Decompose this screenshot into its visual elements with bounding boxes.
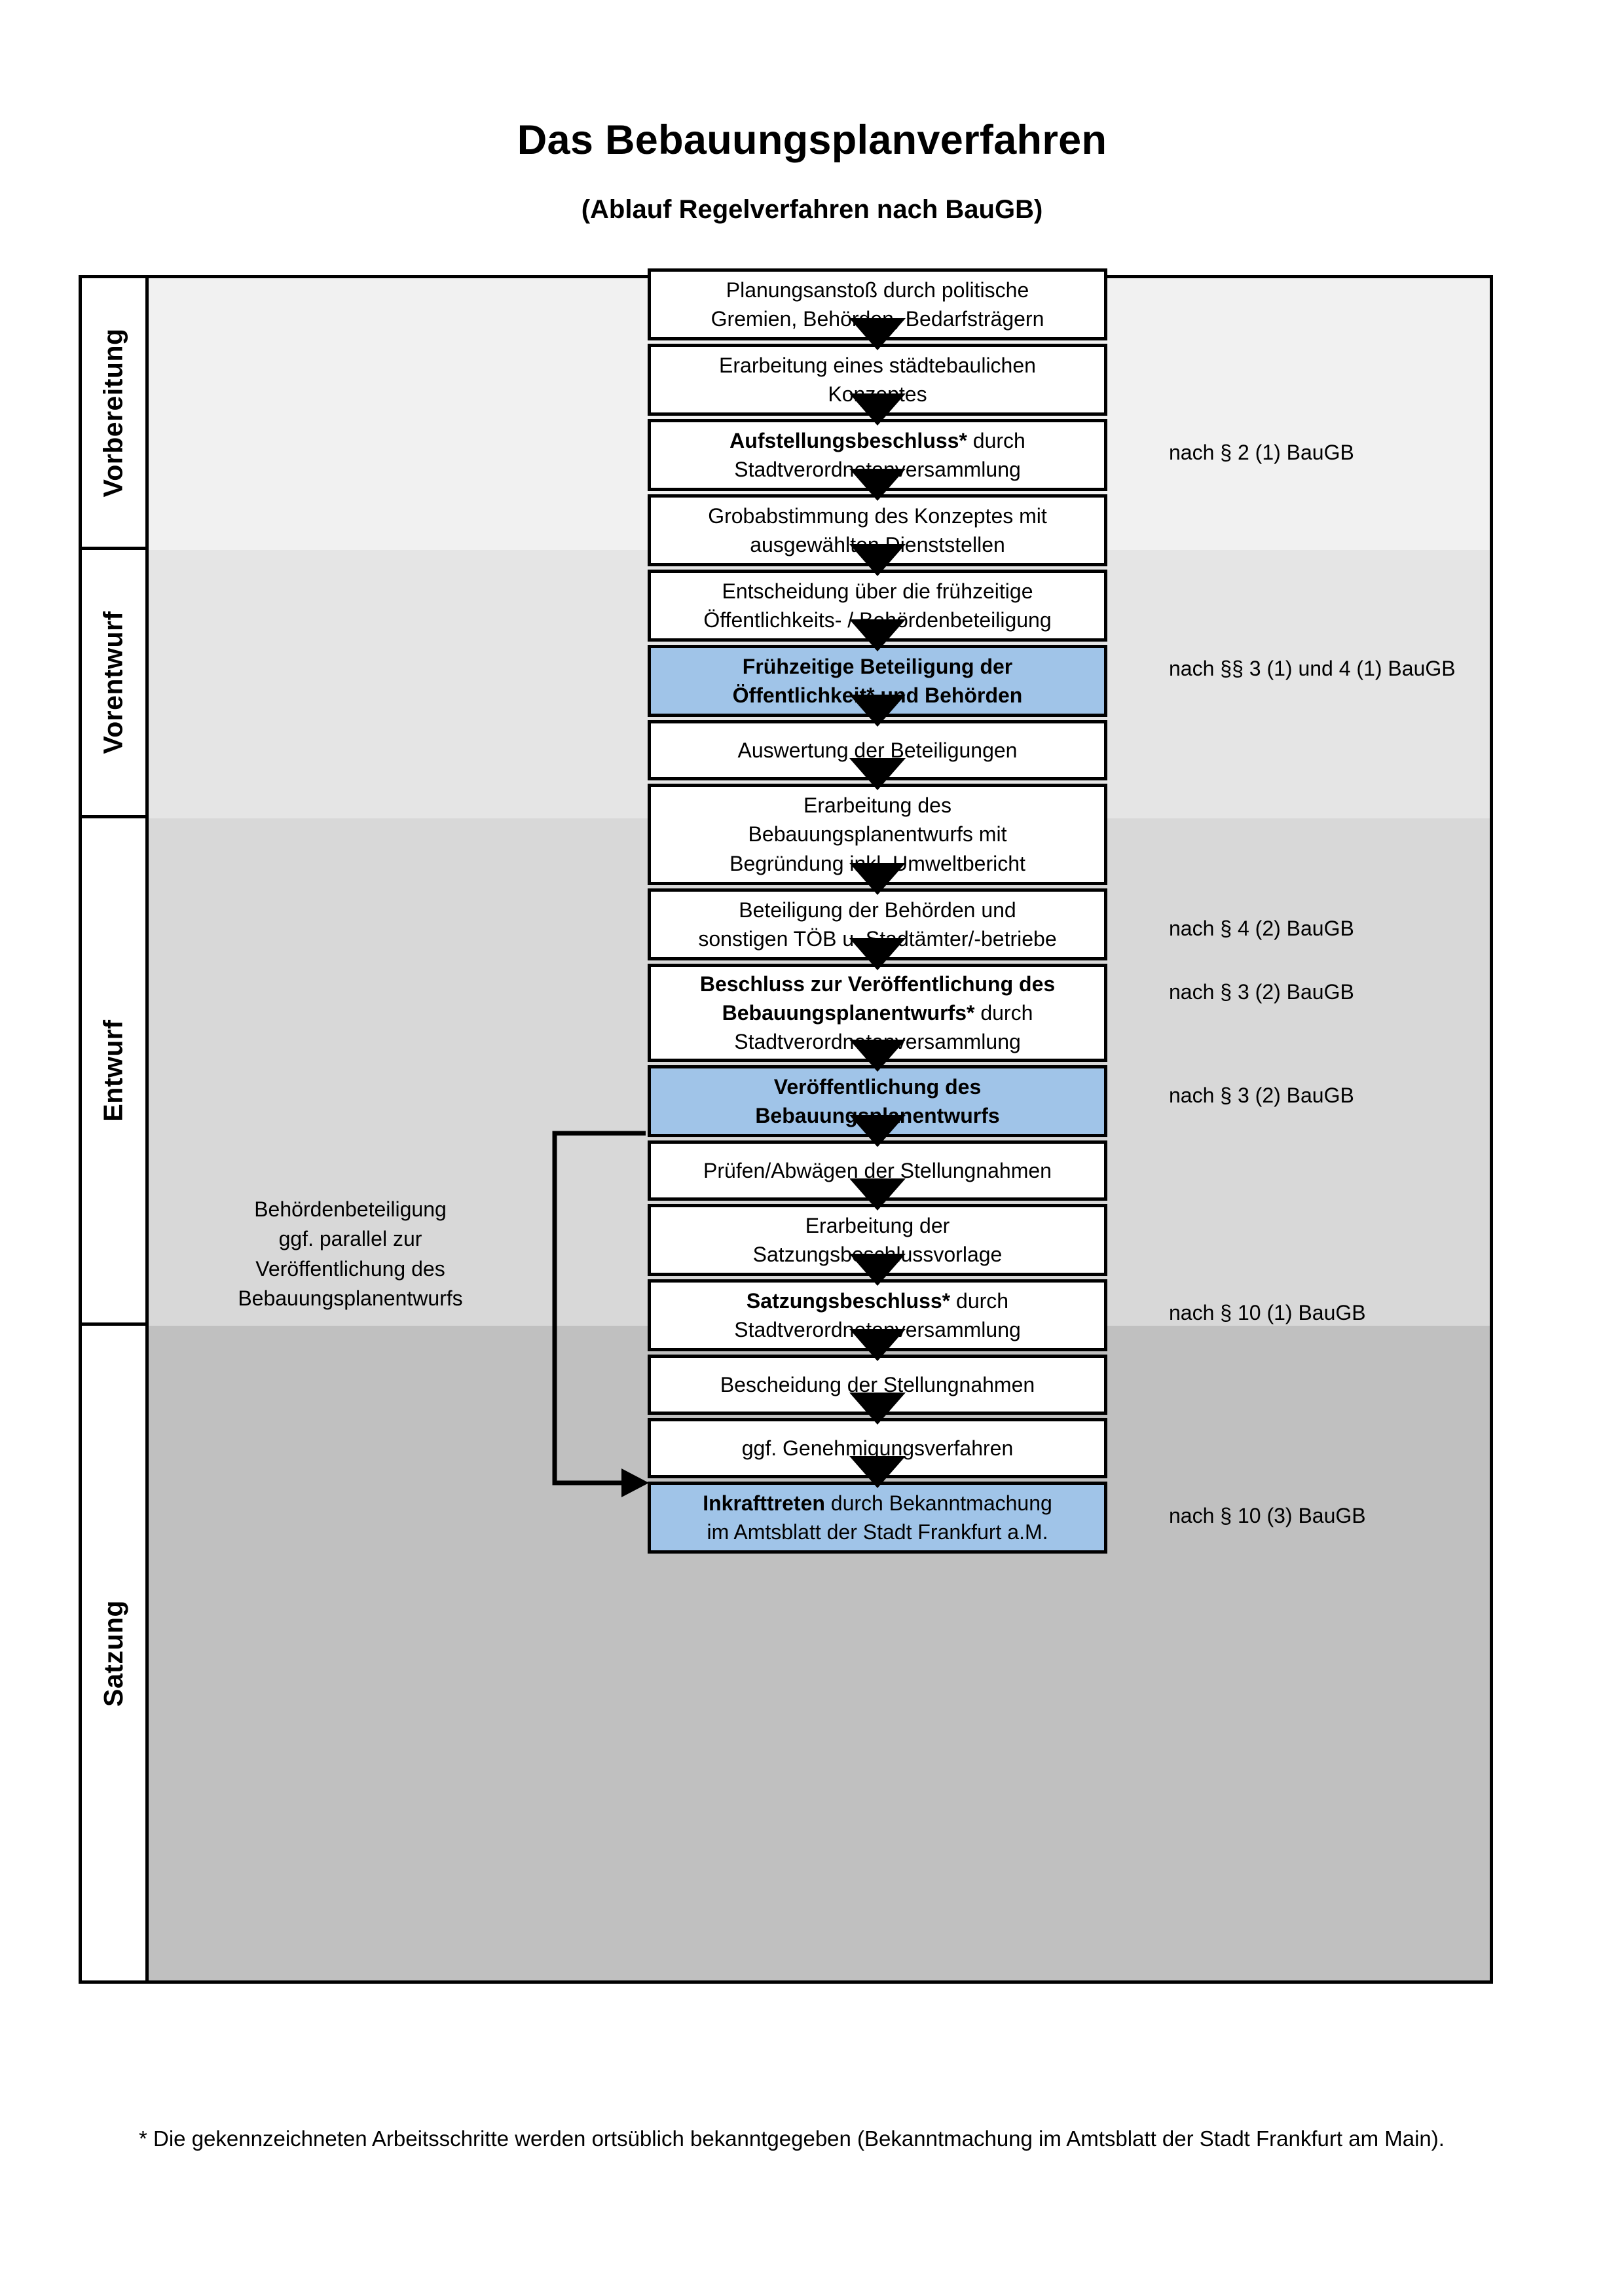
node-text-line: Prüfen/Abwägen der Stellungnahmen — [703, 1158, 1052, 1182]
node-text-line: Erarbeitung der — [805, 1213, 950, 1237]
side-note-line: Veröffentlichung des — [255, 1256, 445, 1281]
phase-label-entwurf: Entwurf — [98, 1019, 128, 1122]
flow-arrow-s6-to-s7 — [849, 695, 906, 727]
phase-label-vorentwurf: Vorentwurf — [98, 611, 129, 754]
legal-reference-n5: nach § 3 (2) BauGB — [1169, 1084, 1354, 1107]
process-node-s17: Inkrafttreten durch Bekanntmachung im Amt… — [648, 1482, 1107, 1554]
node-text-line: Auswertung der Beteiligungen — [737, 738, 1018, 762]
node-text-line: Bescheidung der Stellungnahmen — [720, 1372, 1035, 1396]
legal-reference-n7: nach § 10 (3) BauGB — [1169, 1504, 1366, 1527]
node-text-line: Aufstellungsbeschluss* durch — [729, 428, 1025, 452]
node-text-line: Veröffentlichung des — [773, 1074, 982, 1099]
footnote: * Die gekennzeichneten Arbeitsschritte w… — [139, 2126, 1445, 2151]
phase-cell-entwurf: Entwurf — [82, 818, 145, 1326]
flow-arrow-s3-to-s4 — [849, 469, 906, 501]
flow-arrow-s13-to-s14 — [849, 1254, 906, 1286]
node-text-line: Inkrafttreten durch Bekanntmachung — [703, 1491, 1052, 1515]
flow-arrow-s8-to-s9 — [849, 863, 906, 895]
node-text-line: Erarbeitung eines städtebaulichen — [719, 353, 1036, 377]
legal-reference-n4: nach § 3 (2) BauGB — [1169, 980, 1354, 1004]
legal-reference-n2: nach §§ 3 (1) und 4 (1) BauGB — [1169, 657, 1456, 680]
node-text-line: im Amtsblatt der Stadt Frankfurt a.M. — [707, 1520, 1048, 1544]
node-text-line: Beschluss zur Veröffentlichung des — [699, 972, 1056, 996]
node-text: Prüfen/Abwägen der Stellungnahmen — [703, 1156, 1052, 1185]
process-node-s7: Auswertung der Beteiligungen — [648, 720, 1107, 780]
phase-cell-satzung: Satzung — [82, 1326, 145, 1980]
node-text: Bescheidung der Stellungnahmen — [720, 1370, 1035, 1399]
node-text-line: Erarbeitung des — [803, 793, 951, 818]
phase-label-satzung: Satzung — [98, 1599, 128, 1707]
node-text-line: Bebauungsplanentwurfs mit — [748, 822, 1007, 847]
flow-arrow-s12-to-s13 — [849, 1178, 906, 1211]
legal-reference-n3: nach § 4 (2) BauGB — [1169, 917, 1354, 940]
legal-reference-n6: nach § 10 (1) BauGB — [1169, 1301, 1366, 1324]
flow-arrow-s2-to-s3 — [849, 393, 906, 426]
side-note-behoerdenbeteiligung: Behördenbeteiligung ggf. parallel zur Ve… — [200, 1195, 501, 1314]
flow-arrow-s15-to-s16 — [849, 1393, 906, 1425]
flow-arrow-s16-to-s17 — [849, 1456, 906, 1488]
page-subtitle: (Ablauf Regelverfahren nach BauGB) — [581, 195, 1043, 224]
flow-arrow-s4-to-s5 — [849, 544, 906, 576]
node-text-line: Satzungsbeschluss* durch — [746, 1288, 1009, 1313]
phase-label-vorbereitung: Vorbereitung — [98, 327, 128, 498]
page-title: Das Bebauungsplanverfahren — [517, 117, 1107, 163]
node-text-line: Bebauungsplanentwurfs* durch — [722, 1000, 1033, 1025]
node-text-line: Entscheidung über die frühzeitige — [722, 579, 1033, 603]
node-text: Auswertung der Beteiligungen — [738, 736, 1018, 765]
phase-cell-vorentwurf: Vorentwurf — [82, 550, 145, 818]
flow-arrow-s14-to-s15 — [849, 1329, 906, 1361]
flow-arrow-s11-to-s12 — [849, 1115, 906, 1147]
flow-arrow-s10-to-s11 — [849, 1040, 906, 1072]
side-note-line: ggf. parallel zur — [278, 1227, 422, 1251]
node-text-line: Planungsanstoß durch politische — [726, 278, 1029, 302]
flow-arrow-s1-to-s2 — [849, 318, 906, 350]
legal-reference-n1: nach § 2 (1) BauGB — [1169, 441, 1354, 464]
side-note-line: Bebauungsplanentwurfs — [238, 1286, 463, 1311]
flow-arrow-s9-to-s10 — [849, 938, 906, 970]
node-text-line: Frühzeitige Beteiligung der — [742, 654, 1013, 678]
node-text: Inkrafttreten durch Bekanntmachung im Amt… — [703, 1489, 1052, 1546]
feedback-bracket-connector — [552, 1131, 649, 1497]
node-text-line: Grobabstimmung des Konzeptes mit — [708, 503, 1047, 528]
flow-arrow-s7-to-s8 — [849, 758, 906, 790]
phase-cell-vorbereitung: Vorbereitung — [82, 278, 145, 550]
node-text-line: ggf. Genehmigungsverfahren — [741, 1436, 1014, 1460]
node-text-line: Beteiligung der Behörden und — [739, 898, 1016, 922]
document-header: Das Bebauungsplanverfahren (Ablauf Regel… — [0, 0, 1624, 225]
flow-layer: Behördenbeteiligung ggf. parallel zur Ve… — [82, 268, 1490, 1980]
node-text: ggf. Genehmigungsverfahren — [742, 1434, 1013, 1463]
flow-arrow-s5-to-s6 — [849, 619, 906, 651]
side-note-line: Behördenbeteiligung — [254, 1197, 447, 1221]
